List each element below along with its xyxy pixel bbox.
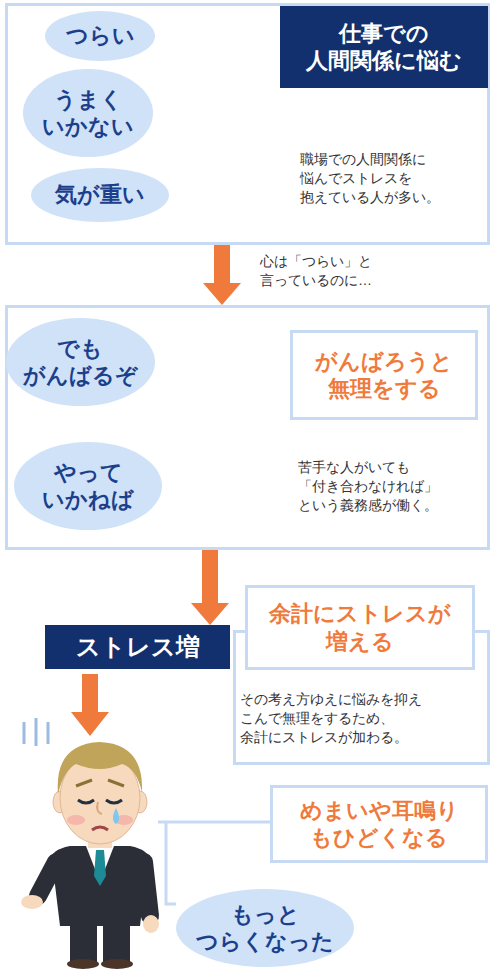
node-text: ストレス増 (76, 632, 200, 662)
node-text: やって いかねば (42, 459, 134, 514)
node-text: でも がんばるぞ (23, 335, 138, 390)
node-text: 仕事での 人間関係に悩む (306, 20, 462, 75)
node-text: めまいや耳鳴り もひどくなる (300, 797, 459, 852)
motion-lines (24, 718, 48, 746)
mouth (92, 827, 108, 830)
bubble-shape (13, 441, 163, 531)
speech-bubble: うまく いかない (22, 68, 154, 158)
speech-bubble: でも がんばるぞ (5, 317, 156, 407)
label-box: ストレス増 (45, 625, 230, 669)
speech-bubble: つらい (44, 10, 156, 62)
flow-arrow (191, 550, 229, 625)
highlight-box: がんばろうと 無理をする (290, 330, 478, 420)
hand (21, 895, 43, 909)
tear (113, 808, 119, 824)
bubble-ellipse (23, 69, 153, 157)
bubble-shape (22, 68, 154, 158)
speech-bubble: やって いかねば (13, 441, 163, 531)
speech-bubble: 気が重い (30, 167, 170, 223)
note-frame: その考え方ゆえに悩みを抑え こんで無理をするため、 余計にストレスが加わる。余計… (233, 630, 490, 765)
highlight-box: めまいや耳鳴り もひどくなる (270, 785, 488, 863)
flow-arrow (203, 245, 241, 305)
section-panel: 職場での人間関係に 悩んでストレスを 抱えている人が多い。 仕事での 人間関係に悩… (5, 3, 490, 245)
man-figure (52, 742, 148, 969)
crying-man (21, 742, 159, 969)
bubble-ellipse (45, 11, 155, 61)
node-text: 気が重い (55, 181, 145, 209)
bubble-shape (5, 317, 156, 407)
node-text: がんばろうと 無理をする (315, 348, 453, 403)
bubble-ellipse (176, 889, 354, 967)
bubble-ellipse (14, 442, 162, 530)
hand (143, 915, 159, 933)
node-text: うまく いかない (42, 86, 134, 141)
node-text: 余計にストレスが 増える (269, 600, 451, 655)
bubble-ellipse (6, 318, 155, 406)
bubble-shape (175, 888, 355, 968)
closed-eyes (78, 800, 122, 803)
node-text: もっと つらくなった (196, 901, 334, 956)
brow (76, 780, 124, 786)
node-text: 苦手な人がいても 「付き合わなければ」 という義務感が働く。 (298, 458, 438, 515)
node-text: その考え方ゆえに悩みを抑え こんで無理をするため、 余計にストレスが加わる。 (240, 690, 422, 747)
section-panel: 苦手な人がいても 「付き合わなければ」 という義務感が働く。 がんばろうと 無理を… (5, 305, 490, 550)
flow-arrow (71, 674, 109, 736)
node-text: つらい (66, 22, 135, 50)
highlight-box: 余計にストレスが 増える (245, 585, 475, 670)
bubble-ellipse (31, 168, 169, 222)
node-text: 職場での人間関係に 悩んでストレスを 抱えている人が多い。 (300, 150, 440, 207)
heading-box: 仕事での 人間関係に悩む (280, 6, 488, 88)
speech-bubble: もっと つらくなった (175, 888, 355, 968)
edge-label: 心は「つらい」と 言っているのに… (258, 252, 374, 290)
